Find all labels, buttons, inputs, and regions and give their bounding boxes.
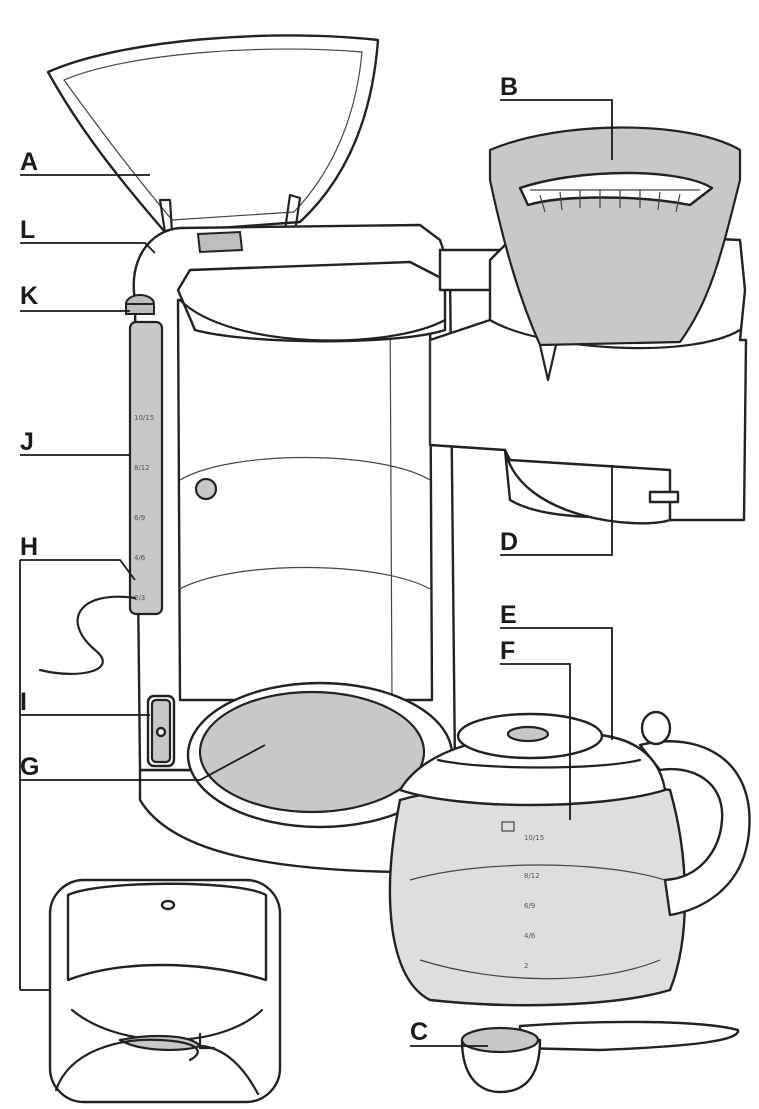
tank-scale-4: 4/6	[134, 554, 146, 562]
measuring-spoon	[460, 1020, 740, 1094]
water-level-indicator	[128, 320, 164, 616]
tank-scale-3: 6/9	[134, 514, 145, 522]
carafe-scale-3: 6/9	[524, 902, 535, 910]
label-d: D	[500, 528, 518, 556]
filter-basket	[488, 126, 742, 382]
carafe	[388, 710, 751, 1007]
label-j: J	[20, 428, 34, 456]
curved-arrow-icon	[200, 1044, 260, 1096]
tank-scale-5: 2/3	[134, 594, 145, 602]
tank-scale: 10/15 8/12 6/9 4/6 2/3	[134, 414, 154, 602]
label-a: A	[20, 148, 38, 176]
leader-lines	[19, 99, 613, 1047]
cup-icon	[501, 821, 515, 832]
cord-storage-inset	[48, 878, 282, 1104]
label-f: F	[500, 637, 515, 665]
label-g: G	[20, 753, 39, 781]
tank-scale-2: 8/12	[134, 464, 150, 472]
carafe-scale-1: 10/15	[524, 834, 544, 842]
label-h: H	[20, 533, 38, 561]
label-e: E	[500, 601, 517, 629]
label-b: B	[500, 73, 518, 101]
carafe-scale-5: 2	[524, 962, 528, 970]
carafe-scale: 10/15 8/12 6/9 4/6 2	[501, 821, 544, 970]
label-k: K	[20, 282, 38, 310]
carafe-scale-4: 4/6	[524, 932, 536, 940]
hotplate	[198, 690, 426, 814]
tank-scale-1: 10/15	[134, 414, 154, 422]
lid	[46, 34, 380, 234]
machine-body	[38, 223, 502, 874]
label-l: L	[20, 216, 35, 244]
carafe-scale-2: 8/12	[524, 872, 540, 880]
label-c: C	[410, 1018, 428, 1046]
label-i: I	[20, 688, 27, 716]
labels: A L K J H I G B D E F C	[20, 73, 518, 1046]
